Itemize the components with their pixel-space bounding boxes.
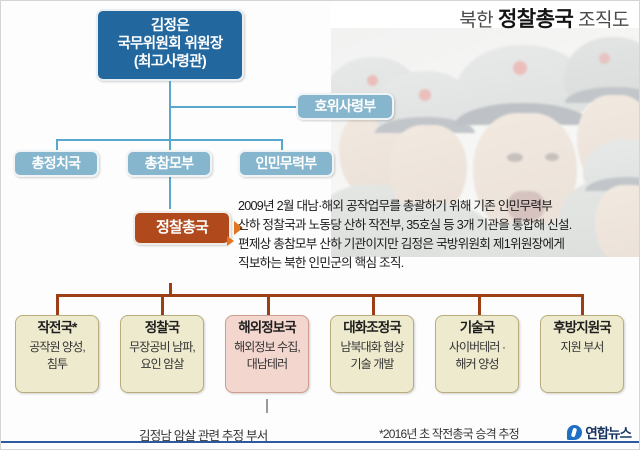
connector-dept-drop-1 [56, 294, 59, 316]
dept-desc-0-line2: 침투 [46, 357, 68, 372]
dept-title-4: 기술국 [459, 320, 495, 335]
description-line-3: 편제상 총참모부 산하 기관이지만 김정은 국방위원회 제1위원장에게 [238, 237, 565, 252]
node-general-staff-department[interactable]: 총참모부 [126, 150, 212, 177]
connector-level2-drop-2 [169, 139, 171, 151]
paragraph-bullet-icon [227, 236, 234, 247]
page-title: 북한 정찰총국 조직도 [459, 3, 629, 33]
dept-desc-2-line2: 대남테러 [246, 357, 288, 372]
dept-box-reconnaissance[interactable]: 정찰국 무장공비 남파, 요인 암살 [120, 315, 204, 393]
dept-desc-0-line1: 공작원 양성, [29, 340, 85, 355]
node-supreme-leader[interactable]: 김정은 국무위원회 위원장 (최고사령관) [96, 9, 244, 81]
dept-box-inter-korean-dialogue[interactable]: 대화조정국 남북대화 협상 기술 개발 [330, 315, 414, 393]
dept-box-rear-support[interactable]: 후방지원국 지원 부서 [540, 315, 624, 393]
dept-title-3: 대화조정국 [343, 320, 402, 335]
rgb-label: 정찰총국 [155, 218, 209, 236]
header-band [331, 1, 639, 28]
dept-desc-3-line2: 기술 개발 [350, 357, 395, 372]
footnote-text: *2016년 초 작전총국 승격 추정 [379, 427, 520, 441]
dept-desc-5-line1: 지원 부서 [560, 340, 605, 355]
leader-subtitle: (최고사령관) [133, 53, 207, 70]
connector-rgb-stem [169, 283, 172, 295]
node-general-political-bureau[interactable]: 총정치국 [13, 150, 99, 177]
dept-desc-1-line2: 요인 암살 [140, 357, 185, 372]
connector-dept-drop-4 [372, 294, 375, 316]
connector-dept-bus [56, 294, 584, 297]
arrow-right-icon [234, 221, 243, 235]
description-line-1: 2009년 2월 대남·해외 공작업무를 총괄하기 위해 기존 인민무력부 [238, 199, 553, 213]
title-prefix: 북한 [459, 10, 494, 31]
description-paragraph: 2009년 2월 대남·해외 공작업무를 총괄하기 위해 기존 인민무력부 산하… [227, 197, 636, 274]
leader-title: 국무위원회 위원장 [117, 36, 223, 53]
level2-label-0: 총정치국 [31, 154, 81, 171]
guard-command-label: 호위사령부 [314, 97, 377, 114]
description-line-4: 직보하는 북한 인민군의 핵심 조직. [238, 256, 404, 271]
assassination-caption: 김정남 암살 관련 추정 부서 [139, 429, 268, 443]
leader-name: 김정은 [150, 18, 190, 35]
node-ministry-peoples-armed-forces[interactable]: 인민무력부 [238, 150, 334, 177]
dept-desc-3-line1: 남북대화 협상 [340, 340, 404, 355]
yonhap-mark-icon [567, 424, 583, 440]
node-guard-command[interactable]: 호위사령부 [296, 93, 394, 120]
connector-level2-drop-1 [56, 139, 58, 151]
node-reconnaissance-general-bureau[interactable]: 정찰총국 [133, 211, 231, 245]
connector-gs-to-rgb [169, 177, 171, 209]
bottom-rule [1, 441, 639, 443]
dept-desc-1-line1: 무장공비 남파, [129, 340, 196, 355]
dept-desc-4-line1: 사이버테러 · [448, 340, 506, 355]
dept-desc-2-line1: 해외정보 수집, [234, 340, 301, 355]
dept-title-1: 정찰국 [144, 320, 180, 335]
caption-connector [266, 399, 268, 413]
yonhap-news-logo[interactable]: 연합뉴스 [567, 422, 632, 442]
connector-dept-drop-5 [478, 294, 481, 316]
dept-title-0: 작전국* [37, 320, 78, 335]
dept-box-operations[interactable]: 작전국* 공작원 양성, 침투 [15, 315, 99, 393]
connector-leader-vertical [169, 81, 171, 139]
dept-desc-4-line2: 해커 양성 [455, 357, 500, 372]
title-suffix: 조직도 [578, 10, 629, 31]
dept-title-5: 후방지원국 [553, 320, 612, 335]
level2-label-1: 총참모부 [144, 154, 194, 171]
description-line-2: 산하 정찰국과 노동당 산하 작전부, 35호실 등 3개 기관을 통합해 신설… [238, 218, 572, 233]
yonhap-logo-text: 연합뉴스 [585, 426, 632, 441]
connector-dept-drop-6 [581, 294, 584, 316]
level2-label-2: 인민무력부 [255, 154, 318, 171]
connector-dept-drop-3 [267, 294, 270, 316]
title-main: 정찰총국 [497, 8, 574, 31]
dept-title-2: 해외정보국 [238, 320, 297, 335]
dept-box-overseas-intelligence[interactable]: 해외정보국 해외정보 수집, 대남테러 [225, 315, 309, 393]
connector-dept-drop-2 [161, 294, 164, 316]
connector-level2-drop-3 [281, 139, 283, 151]
connector-to-guard-command [169, 106, 296, 108]
dept-box-technology[interactable]: 기술국 사이버테러 · 해커 양성 [435, 315, 519, 393]
